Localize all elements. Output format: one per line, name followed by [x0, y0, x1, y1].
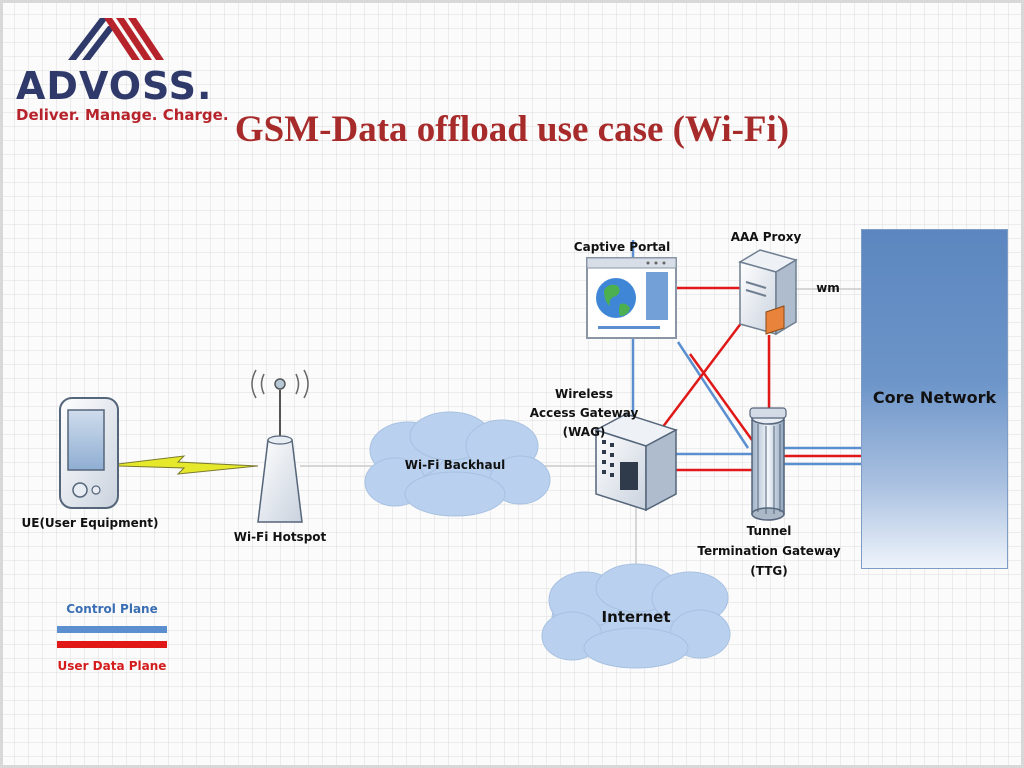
slide-title: GSM-Data offload use case (Wi-Fi): [234, 109, 790, 150]
backhaul-label: Wi-Fi Backhaul: [404, 458, 506, 472]
aaa-proxy-label: AAA Proxy: [730, 230, 802, 244]
ttg-label-line2: Termination Gateway: [697, 544, 841, 558]
logo-wordmark: ADVOSS.: [16, 64, 213, 108]
ue-label: UE(User Equipment): [21, 516, 159, 530]
wag-server-icon: [594, 413, 678, 512]
core-network-label: Core Network: [872, 388, 997, 407]
wifi-hotspot-icon: [251, 369, 309, 523]
captive-portal-icon: [586, 257, 677, 339]
wag-label-line1: Wireless: [555, 387, 613, 401]
wm-interface-label: wm: [816, 281, 840, 295]
legend-user-bar: [57, 641, 167, 648]
ue-device-icon: [59, 397, 119, 509]
wifi-backhaul-cloud-icon: [364, 411, 551, 517]
aaa-proxy-server-icon: [738, 249, 798, 336]
access-links: [300, 288, 861, 575]
legend-control-bar: [57, 626, 167, 633]
wag-label-line3: (WAG): [562, 425, 606, 439]
legend-control-label: Control Plane: [66, 602, 158, 616]
ttg-gateway-icon: [749, 407, 787, 521]
wag-label-line2: Access Gateway: [529, 406, 639, 420]
legend-user-label: User Data Plane: [57, 659, 167, 673]
advoss-logo: ADVOSS. Deliver. Manage. Charge.: [8, 8, 238, 124]
wireless-link-icon: [117, 455, 259, 475]
hotspot-label: Wi-Fi Hotspot: [233, 530, 327, 544]
ttg-label-line3: (TTG): [750, 564, 788, 578]
captive-portal-label: Captive Portal: [573, 240, 671, 254]
user-plane-links: [661, 286, 861, 472]
logo-mark-icon: [68, 18, 164, 60]
logo-tagline: Deliver. Manage. Charge.: [16, 106, 229, 124]
ttg-label-line1: Tunnel: [746, 524, 792, 538]
internet-label: Internet: [601, 608, 671, 626]
control-plane-links: [631, 240, 861, 466]
core-network-box: [861, 229, 1008, 569]
internet-cloud-icon: [541, 563, 731, 669]
